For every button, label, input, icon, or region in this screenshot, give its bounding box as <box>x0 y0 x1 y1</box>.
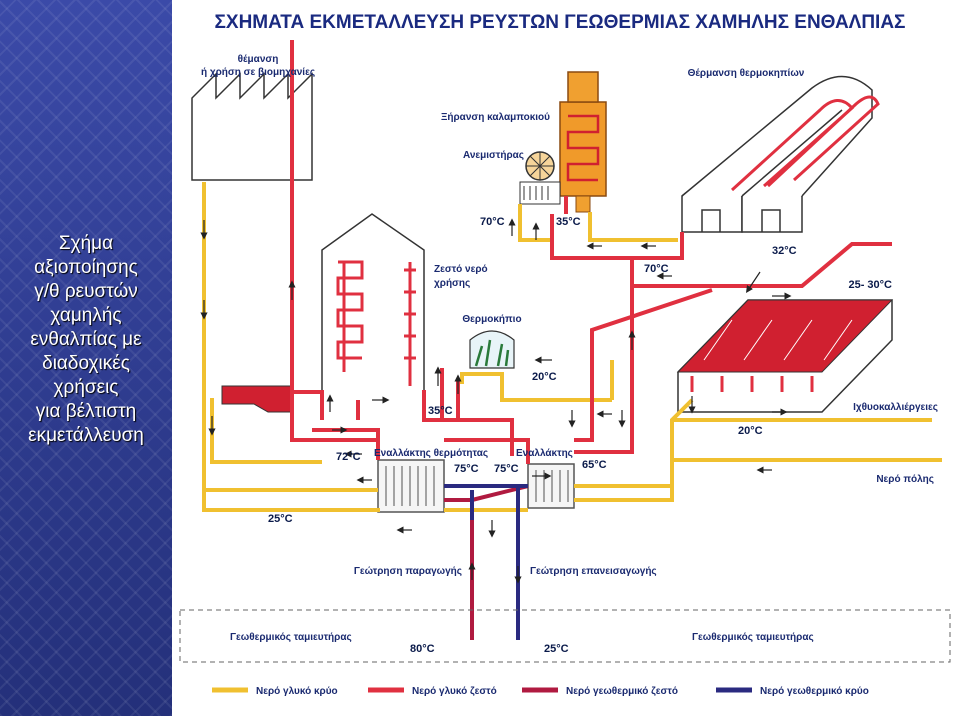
label-industry-1: θέμανση <box>238 54 279 65</box>
label-hot-water-2: χρήσης <box>434 278 470 289</box>
caption-line: για βέλτιστη <box>35 401 137 422</box>
label-heat-exchanger-2: Εναλλάκτης <box>516 448 573 459</box>
label-fan: Ανεμιστήρας <box>463 150 524 161</box>
label-fish-farming: Ιχθυοκαλλιέργειες <box>853 402 938 413</box>
label-reservoir-right: Γεωθερμικός ταμιευτήρας <box>692 632 814 643</box>
label-industry-2: ή χρήση σε βιομηχανίες <box>201 67 315 78</box>
label-hot-water-1: Ζεστό νερό <box>434 264 488 275</box>
caption-line: αξιοποίησης <box>34 257 138 278</box>
temp-75-b: 75°C <box>494 463 519 475</box>
caption-line: Σχήμα <box>58 233 114 254</box>
label-reinjection-well: Γεώτρηση επανεισαγωγής <box>530 566 657 577</box>
reservoir-zone <box>179 609 951 663</box>
temp-75-a: 75°C <box>454 463 479 475</box>
hot-fresh-pipes <box>290 40 892 464</box>
caption-line: διαδοχικές <box>42 353 130 374</box>
factory-icon <box>191 72 313 181</box>
building-radiators <box>336 260 416 386</box>
label-heat-exchanger-1: Εναλλάκτης θερμότητας <box>374 448 488 459</box>
caption-line: γ/θ ρευστών <box>34 281 138 302</box>
cold-fresh-pipes <box>202 182 942 512</box>
geothermal-cold-pipes <box>444 484 528 640</box>
label-reservoir-left: Γεωθερμικός ταμιευτήρας <box>230 632 352 643</box>
temp-72: 72°C <box>336 451 361 463</box>
caption-line: ενθαλπίας με <box>30 329 142 350</box>
slide-caption: Σχήμα αξιοποίησης γ/θ ρευστών χαμηλής εν… <box>0 232 172 448</box>
geothermal-diagram: ΣΧΗΜΑΤΑ ΕΚΜΕΤΑΛΛΕΥΣΗ ΡΕΥΣΤΩΝ ΓΕΩΘΕΡΜΙΑΣ … <box>172 0 960 716</box>
temp-32: 32°C <box>772 245 797 257</box>
temp-25: 25°C <box>268 513 293 525</box>
legend-label-geo-hot: Νερό γεωθερμικό ζεστό <box>566 686 678 697</box>
label-city-water: Νερό πόλης <box>876 474 934 485</box>
caption-line: χρήσεις <box>53 377 119 398</box>
temp-20-fish: 20°C <box>738 425 763 437</box>
temp-25-reinjection: 25°C <box>544 643 569 655</box>
legend-label-geo-cold: Νερό γεωθερμικό κρύο <box>760 686 869 697</box>
label-production-well: Γεώτρηση παραγωγής <box>354 566 462 577</box>
fan-icon <box>519 151 561 205</box>
sidebar-panel: Σχήμα αξιοποίησης γ/θ ρευστών χαμηλής εν… <box>0 0 172 716</box>
building-icon <box>321 213 425 390</box>
temp-25-30: 25- 30°C <box>848 279 892 291</box>
label-drying: Ξήρανση καλαμποκιού <box>441 112 550 123</box>
label-small-greenhouse: Θερμοκήπιο <box>462 314 521 325</box>
small-greenhouse-icon <box>469 330 515 369</box>
greenhouse-heating-pipes <box>730 95 880 192</box>
caption-line: εκμετάλλευση <box>28 425 144 446</box>
temp-20-greenhouse: 20°C <box>532 371 557 383</box>
temp-35-building: 35°C <box>428 405 453 417</box>
diagram-title: ΣΧΗΜΑΤΑ ΕΚΜΕΤΑΛΛΕΥΣΗ ΡΕΥΣΤΩΝ ΓΕΩΘΕΡΜΙΑΣ … <box>215 12 906 33</box>
large-greenhouse-icon <box>681 75 873 233</box>
legend-label-cold-fresh: Νερό γλυκό κρύο <box>256 686 338 697</box>
diagram-svg: ΣΧΗΜΑΤΑ ΕΚΜΕΤΑΛΛΕΥΣΗ ΡΕΥΣΤΩΝ ΓΕΩΘΕΡΜΙΑΣ … <box>179 12 951 697</box>
heat-exchanger-2-icon <box>527 463 575 509</box>
temp-80: 80°C <box>410 643 435 655</box>
fish-tank-icon <box>676 299 894 413</box>
flow-arrows <box>200 218 792 584</box>
temp-65: 65°C <box>582 459 607 471</box>
label-greenhouse-heating: Θέρμανση θερμοκηπίων <box>688 68 805 79</box>
corn-dryer-icon <box>559 71 607 213</box>
temp-70-greenhouse: 70°C <box>644 263 669 275</box>
heater-icon <box>221 385 293 413</box>
legend: Νερό γλυκό κρύο Νερό γλυκό ζεστό Νερό γε… <box>212 686 869 697</box>
legend-label-hot-fresh: Νερό γλυκό ζεστό <box>412 686 497 697</box>
temp-35-dryer: 35°C <box>556 216 581 228</box>
temp-70-dryer: 70°C <box>480 216 505 228</box>
caption-line: χαμηλής <box>50 305 122 326</box>
